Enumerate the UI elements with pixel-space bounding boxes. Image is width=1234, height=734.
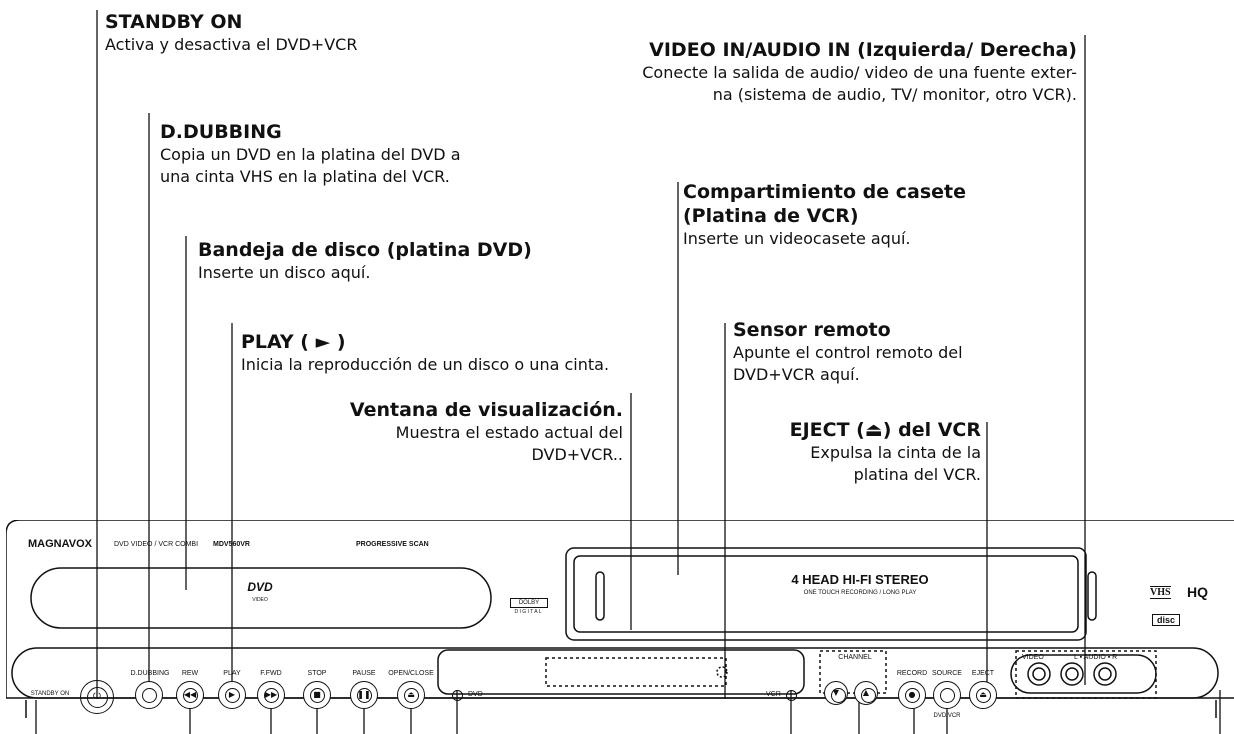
one-touch-label: ONE TOUCH RECORDING / LONG PLAY — [803, 590, 917, 596]
callout-play-title: PLAY ( ► ) — [241, 331, 346, 353]
eject-label: EJECT — [971, 670, 995, 677]
d-dubbing-button[interactable] — [135, 681, 163, 709]
vhs-logo: VHS — [1150, 586, 1171, 599]
pause-label: PAUSE — [352, 670, 376, 677]
callout-standby-desc: Activa y desactiva el DVD+VCR — [105, 35, 358, 54]
callout-disc-tray-desc: Inserte un disco aquí. — [198, 263, 371, 282]
play-button[interactable]: ▶ — [218, 681, 246, 709]
hifi-stereo-label: 4 HEAD HI-FI STEREO — [791, 572, 929, 587]
dvd-video-label: VIDEO — [252, 597, 268, 603]
callout-video-audio-in-title: VIDEO IN/AUDIO IN (Izquierda/ Derecha) — [649, 39, 1077, 61]
channel-label: CHANNEL — [838, 654, 872, 661]
callout-remote-sensor: Sensor remoto Apunte el control remoto d… — [733, 318, 963, 386]
ffwd-button[interactable]: ▶▶ — [257, 681, 285, 709]
rew-label: REW — [181, 670, 199, 677]
audio-in-label: L ▪ AUDIO ▪ R — [1074, 654, 1118, 661]
power-icon: ⏻ — [93, 691, 101, 702]
callout-display-desc1: Muestra el estado actual del — [395, 423, 623, 442]
open-close-button[interactable]: ⏏ — [397, 681, 425, 709]
callout-standby-title: STANDBY ON — [105, 11, 243, 33]
pause-icon: ❚❚ — [357, 690, 371, 699]
pause-button[interactable]: ❚❚ — [350, 681, 378, 709]
rewind-icon: ◀◀ — [183, 690, 197, 699]
record-button[interactable]: ● — [898, 681, 926, 709]
callout-remote-sensor-desc2: DVD+VCR aquí. — [733, 365, 860, 384]
callout-cassette-desc: Inserte un videocasete aquí. — [683, 229, 911, 248]
channel-down-button[interactable]: ▼ — [824, 681, 848, 705]
vcr-indicator-led — [786, 690, 797, 701]
source-label: SOURCE — [932, 670, 962, 677]
record-icon: ● — [908, 690, 916, 699]
callout-d-dubbing: D.DUBBING Copia un DVD en la platina del… — [160, 120, 461, 188]
dvd-indicator-led — [452, 690, 463, 701]
callout-display-title: Ventana de visualización. — [349, 399, 623, 421]
video-in-label: VIDEO — [1022, 654, 1044, 661]
dvd-logo: DVD — [247, 580, 273, 594]
callout-eject-vcr-desc2: platina del VCR. — [853, 465, 981, 484]
brand-logo: MAGNAVOX — [28, 538, 92, 550]
stop-icon: ■ — [313, 690, 321, 699]
device-front-panel — [6, 520, 1234, 718]
callout-video-audio-in: VIDEO IN/AUDIO IN (Izquierda/ Derecha) C… — [540, 38, 1077, 106]
standby-label: STANDBY ON — [30, 691, 70, 697]
fast-forward-icon: ▶▶ — [264, 690, 278, 699]
callout-video-audio-in-desc1: Conecte la salida de audio/ video de una… — [642, 63, 1077, 82]
callout-video-audio-in-desc2: na (sistema de audio, TV/ monitor, otro … — [712, 85, 1077, 104]
hq-logo: HQ — [1187, 584, 1208, 600]
dvd-indicator-label: DVD — [468, 691, 483, 698]
callout-standby: STANDBY ON Activa y desactiva el DVD+VCR — [105, 10, 357, 56]
source-button[interactable] — [933, 681, 961, 709]
callout-disc-tray-title: Bandeja de disco (platina DVD) — [198, 239, 532, 261]
source-sub-label: DVD/VCR — [933, 713, 961, 719]
dolby-logo: DOLBY — [510, 598, 548, 608]
vcr-indicator-label: VCR — [766, 691, 781, 698]
record-label: RECORD — [896, 670, 928, 677]
callout-play: PLAY ( ► ) Inicia la reproducción de un … — [241, 330, 609, 376]
callout-disc-tray: Bandeja de disco (platina DVD) Inserte u… — [198, 238, 532, 284]
callout-cassette-title1: Compartimiento de casete — [683, 181, 967, 203]
model-number: MDV560VR — [213, 541, 250, 548]
standby-button[interactable]: ⏻ — [80, 680, 114, 714]
play-icon: ▶ — [228, 690, 236, 699]
callout-eject-vcr-title: EJECT (⏏) del VCR — [789, 419, 981, 441]
callout-eject-vcr-desc1: Expulsa la cinta de la — [810, 443, 981, 462]
ffwd-label: F.FWD — [260, 670, 282, 677]
callout-play-desc: Inicia la reproducción de un disco o una… — [241, 355, 610, 374]
callout-d-dubbing-desc1: Copia un DVD en la platina del DVD a — [160, 145, 461, 164]
play-label: PLAY — [223, 670, 241, 677]
callout-remote-sensor-title: Sensor remoto — [733, 319, 891, 341]
callout-d-dubbing-title: D.DUBBING — [160, 121, 282, 143]
callout-display: Ventana de visualización. Muestra el est… — [310, 398, 623, 466]
channel-up-icon: ▲ — [862, 688, 870, 697]
progressive-scan-label: PROGRESSIVE SCAN — [356, 541, 429, 548]
callout-eject-vcr: EJECT (⏏) del VCR Expulsa la cinta de la… — [740, 418, 981, 486]
d-dubbing-label: D.DUBBING — [130, 670, 170, 677]
open-close-label: OPEN/CLOSE — [388, 670, 434, 677]
callout-display-desc2: DVD+VCR.. — [531, 445, 623, 464]
stop-label: STOP — [307, 670, 327, 677]
model-description: DVD VIDEO / VCR COMBI — [114, 541, 199, 548]
compact-disc-logo: disc — [1152, 614, 1180, 626]
dolby-digital-label: D I G I T A L — [514, 609, 542, 615]
vcr-eject-button[interactable]: ⏏ — [969, 681, 997, 709]
callout-cassette-title2: (Platina de VCR) — [683, 205, 859, 227]
vcr-eject-icon: ⏏ — [979, 690, 987, 699]
callout-remote-sensor-desc1: Apunte el control remoto del — [733, 343, 963, 362]
eject-icon: ⏏ — [407, 690, 415, 699]
channel-down-icon: ▼ — [832, 688, 840, 697]
stop-button[interactable]: ■ — [303, 681, 331, 709]
rew-button[interactable]: ◀◀ — [176, 681, 204, 709]
channel-up-button[interactable]: ▲ — [854, 681, 878, 705]
callout-cassette: Compartimiento de casete (Platina de VCR… — [683, 180, 966, 250]
callout-d-dubbing-desc2: una cinta VHS en la platina del VCR. — [160, 167, 450, 186]
